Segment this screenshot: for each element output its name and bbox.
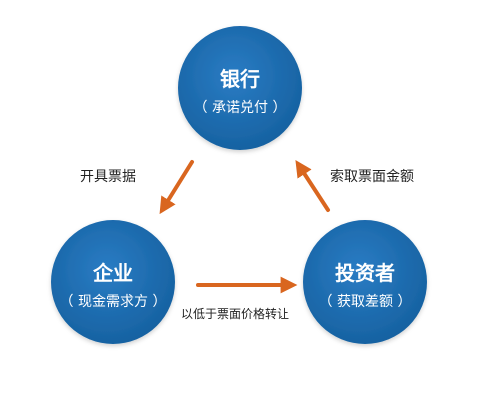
- investor-title: 投资者: [335, 261, 395, 285]
- label-bank-to-enterprise: 开具票据: [80, 169, 136, 185]
- bank-subtitle: （ 承诺兑付 ）: [194, 100, 287, 116]
- enterprise-node: 企业 （ 现金需求方 ）: [51, 220, 175, 344]
- investor-subtitle: （ 获取差额 ）: [319, 294, 412, 310]
- label-enterprise-to-investor: 以低于票面价格转让: [181, 306, 289, 321]
- investor-circle: [303, 220, 427, 344]
- bank-circle: [178, 26, 302, 150]
- investor-node: 投资者 （ 获取差额 ）: [303, 220, 427, 344]
- arrow-bank-to-enterprise: [159, 160, 194, 215]
- arrow-investor-to-bank: [295, 159, 330, 212]
- label-investor-to-bank: 索取票面金额: [330, 168, 414, 185]
- bank-title: 银行: [220, 67, 260, 91]
- enterprise-subtitle: （ 现金需求方 ）: [60, 294, 167, 310]
- enterprise-circle: [51, 220, 175, 344]
- enterprise-title: 企业: [92, 261, 133, 285]
- bank-node: 银行 （ 承诺兑付 ）: [178, 26, 302, 150]
